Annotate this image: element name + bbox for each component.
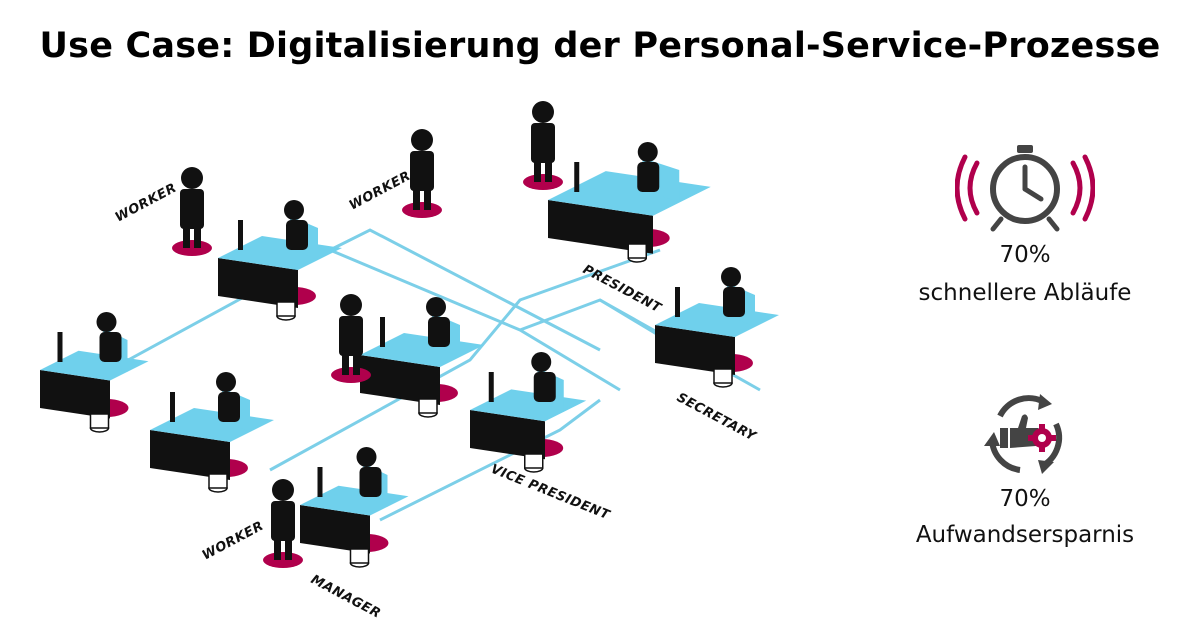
standing-person [263,479,303,568]
thumbs-up-gear-cycle-icon [984,394,1063,474]
standing-person [331,294,371,383]
office-desk [150,372,274,493]
office-desk [40,312,149,433]
stat-label: Aufwandsersparnis [915,522,1135,548]
office-desk [655,267,779,388]
stat-label: schnellere Abläufe [918,280,1132,306]
office-desk [548,142,711,263]
standing-person [172,167,212,256]
role-label-worker: WORKER [347,169,414,214]
stat-value: 70% [999,242,1051,268]
role-label-president: PRESIDENT [580,262,664,316]
role-label-vice-president: VICE PRESIDENT [489,462,613,524]
standing-person [523,101,563,190]
office-desk [218,200,342,321]
standing-person [402,129,442,218]
office-desk [300,447,409,568]
role-label-secretary: SECRETARY [674,390,759,445]
desk-group [40,101,779,568]
office-desk [470,352,587,473]
office-desk [360,297,484,418]
role-label-manager: MANAGER [308,572,383,621]
page-title: Use Case: Digitalisierung der Personal-S… [39,26,1161,66]
stat-value: 70% [999,486,1051,512]
role-label-worker: WORKER [113,181,180,226]
alarm-clock-icon [955,145,1095,232]
role-label-worker: WORKER [200,519,267,564]
